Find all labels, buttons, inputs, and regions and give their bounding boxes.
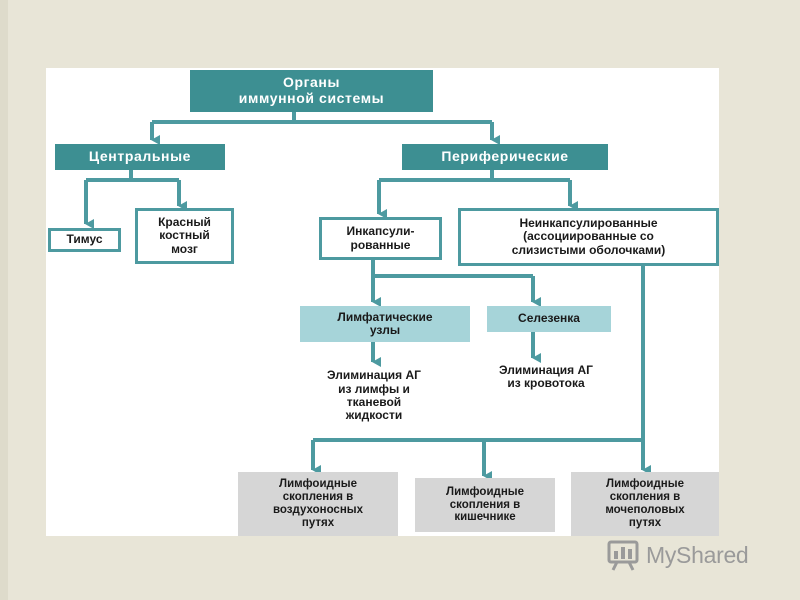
- node-immune-organs: Органы иммунной системы: [190, 70, 433, 112]
- node-lymph-nodes: Лимфатические узлы: [300, 306, 470, 342]
- connector-lines: [84, 110, 651, 481]
- node-central: Центральные: [55, 144, 225, 170]
- watermark-text: MyShared: [646, 541, 749, 568]
- node-peripheral: Периферические: [402, 144, 608, 170]
- node-bone-marrow: Красный костный мозг: [135, 208, 234, 264]
- node-lymph-nodes-function: Элиминация АГ из лимфы и тканевой жидкос…: [327, 368, 421, 423]
- myshared-watermark: MyShared: [606, 535, 776, 575]
- node-spleen-function: Элиминация АГ из кровотока: [499, 362, 593, 390]
- node-intestine-clusters: Лимфоидные скопления в кишечнике: [415, 478, 555, 532]
- presentation-board-icon: [607, 540, 639, 571]
- node-airways-clusters: Лимфоидные скопления в воздухоносных пут…: [238, 472, 398, 536]
- node-non-encapsulated: Неинкапсулированные (ассоциированные со …: [458, 208, 719, 266]
- slide-left-band: [0, 0, 8, 600]
- node-spleen: Селезенка: [487, 306, 611, 332]
- node-urogenital-clusters: Лимфоидные скопления в мочеполовых путях: [571, 472, 719, 536]
- immune-organs-diagram: Органы иммунной системы Центральные Пери…: [46, 68, 719, 536]
- node-thymus: Тимус: [48, 228, 121, 252]
- node-encapsulated: Инкапсули- рованные: [319, 217, 442, 260]
